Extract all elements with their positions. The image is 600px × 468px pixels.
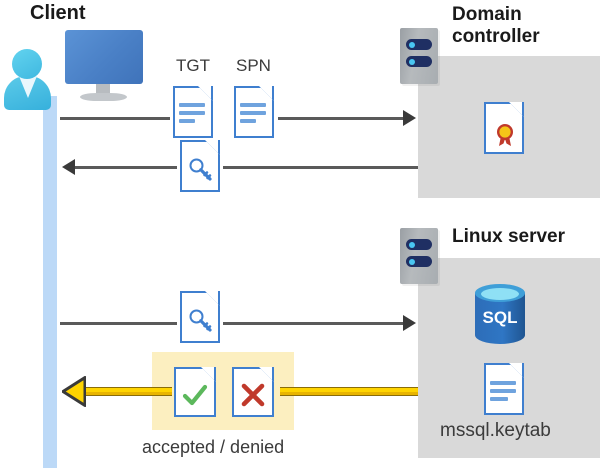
- key-document-icon: [180, 140, 220, 192]
- certificate-document-icon: [484, 102, 524, 154]
- sql-database-icon: SQL: [475, 284, 525, 344]
- monitor-screen-icon: [65, 30, 143, 84]
- domain-controller-server-icon: [400, 28, 438, 84]
- linux-server-chassis-icon: [400, 228, 438, 284]
- flow-1-line-left: [60, 117, 170, 120]
- client-lifeline: [43, 96, 57, 468]
- cross-icon: [241, 383, 265, 407]
- keytab-document-icon: [484, 363, 524, 415]
- monitor-base-icon: [80, 93, 127, 101]
- flow-4-line-left: [80, 387, 172, 396]
- flow-1-arrowhead: [403, 110, 416, 126]
- keytab-file-label: mssql.keytab: [440, 420, 551, 441]
- flow-2-line-right: [223, 166, 418, 169]
- denied-document-icon: [232, 367, 274, 417]
- spn-document-icon: [234, 86, 274, 138]
- user-head-icon: [12, 49, 42, 79]
- flow-2-arrowhead: [62, 159, 75, 175]
- key-glyph-icon: [189, 158, 212, 181]
- linux-server-title: Linux server: [452, 226, 565, 247]
- client-icon: [0, 0, 150, 115]
- key-glyph-icon: [189, 309, 212, 332]
- server-bay-icon: [406, 56, 432, 67]
- tgt-document-icon: [173, 86, 213, 138]
- flow-1-line-right: [278, 117, 403, 120]
- check-icon: [182, 384, 208, 406]
- flow-3-line-right: [223, 322, 403, 325]
- flow-4-arrowhead: [62, 376, 86, 407]
- flow-4-line-right: [280, 387, 418, 396]
- user-collar-icon: [19, 76, 37, 98]
- server-bay-icon: [406, 256, 432, 267]
- svg-text:SQL: SQL: [483, 308, 518, 327]
- domain-controller-title: Domain controller: [452, 4, 540, 48]
- spn-label: SPN: [236, 56, 271, 75]
- flow-2-line-left: [75, 166, 177, 169]
- accepted-denied-caption: accepted / denied: [142, 437, 285, 457]
- service-ticket-key-document-icon: [180, 291, 220, 343]
- server-bay-icon: [406, 39, 432, 50]
- award-seal-icon: [497, 124, 513, 146]
- monitor-stand-icon: [96, 84, 110, 95]
- flow-3-line-left: [60, 322, 177, 325]
- server-bay-icon: [406, 239, 432, 250]
- flow-3-arrowhead: [403, 315, 416, 331]
- tgt-label: TGT: [176, 56, 210, 75]
- accepted-document-icon: [174, 367, 216, 417]
- client-title: Client: [30, 2, 86, 24]
